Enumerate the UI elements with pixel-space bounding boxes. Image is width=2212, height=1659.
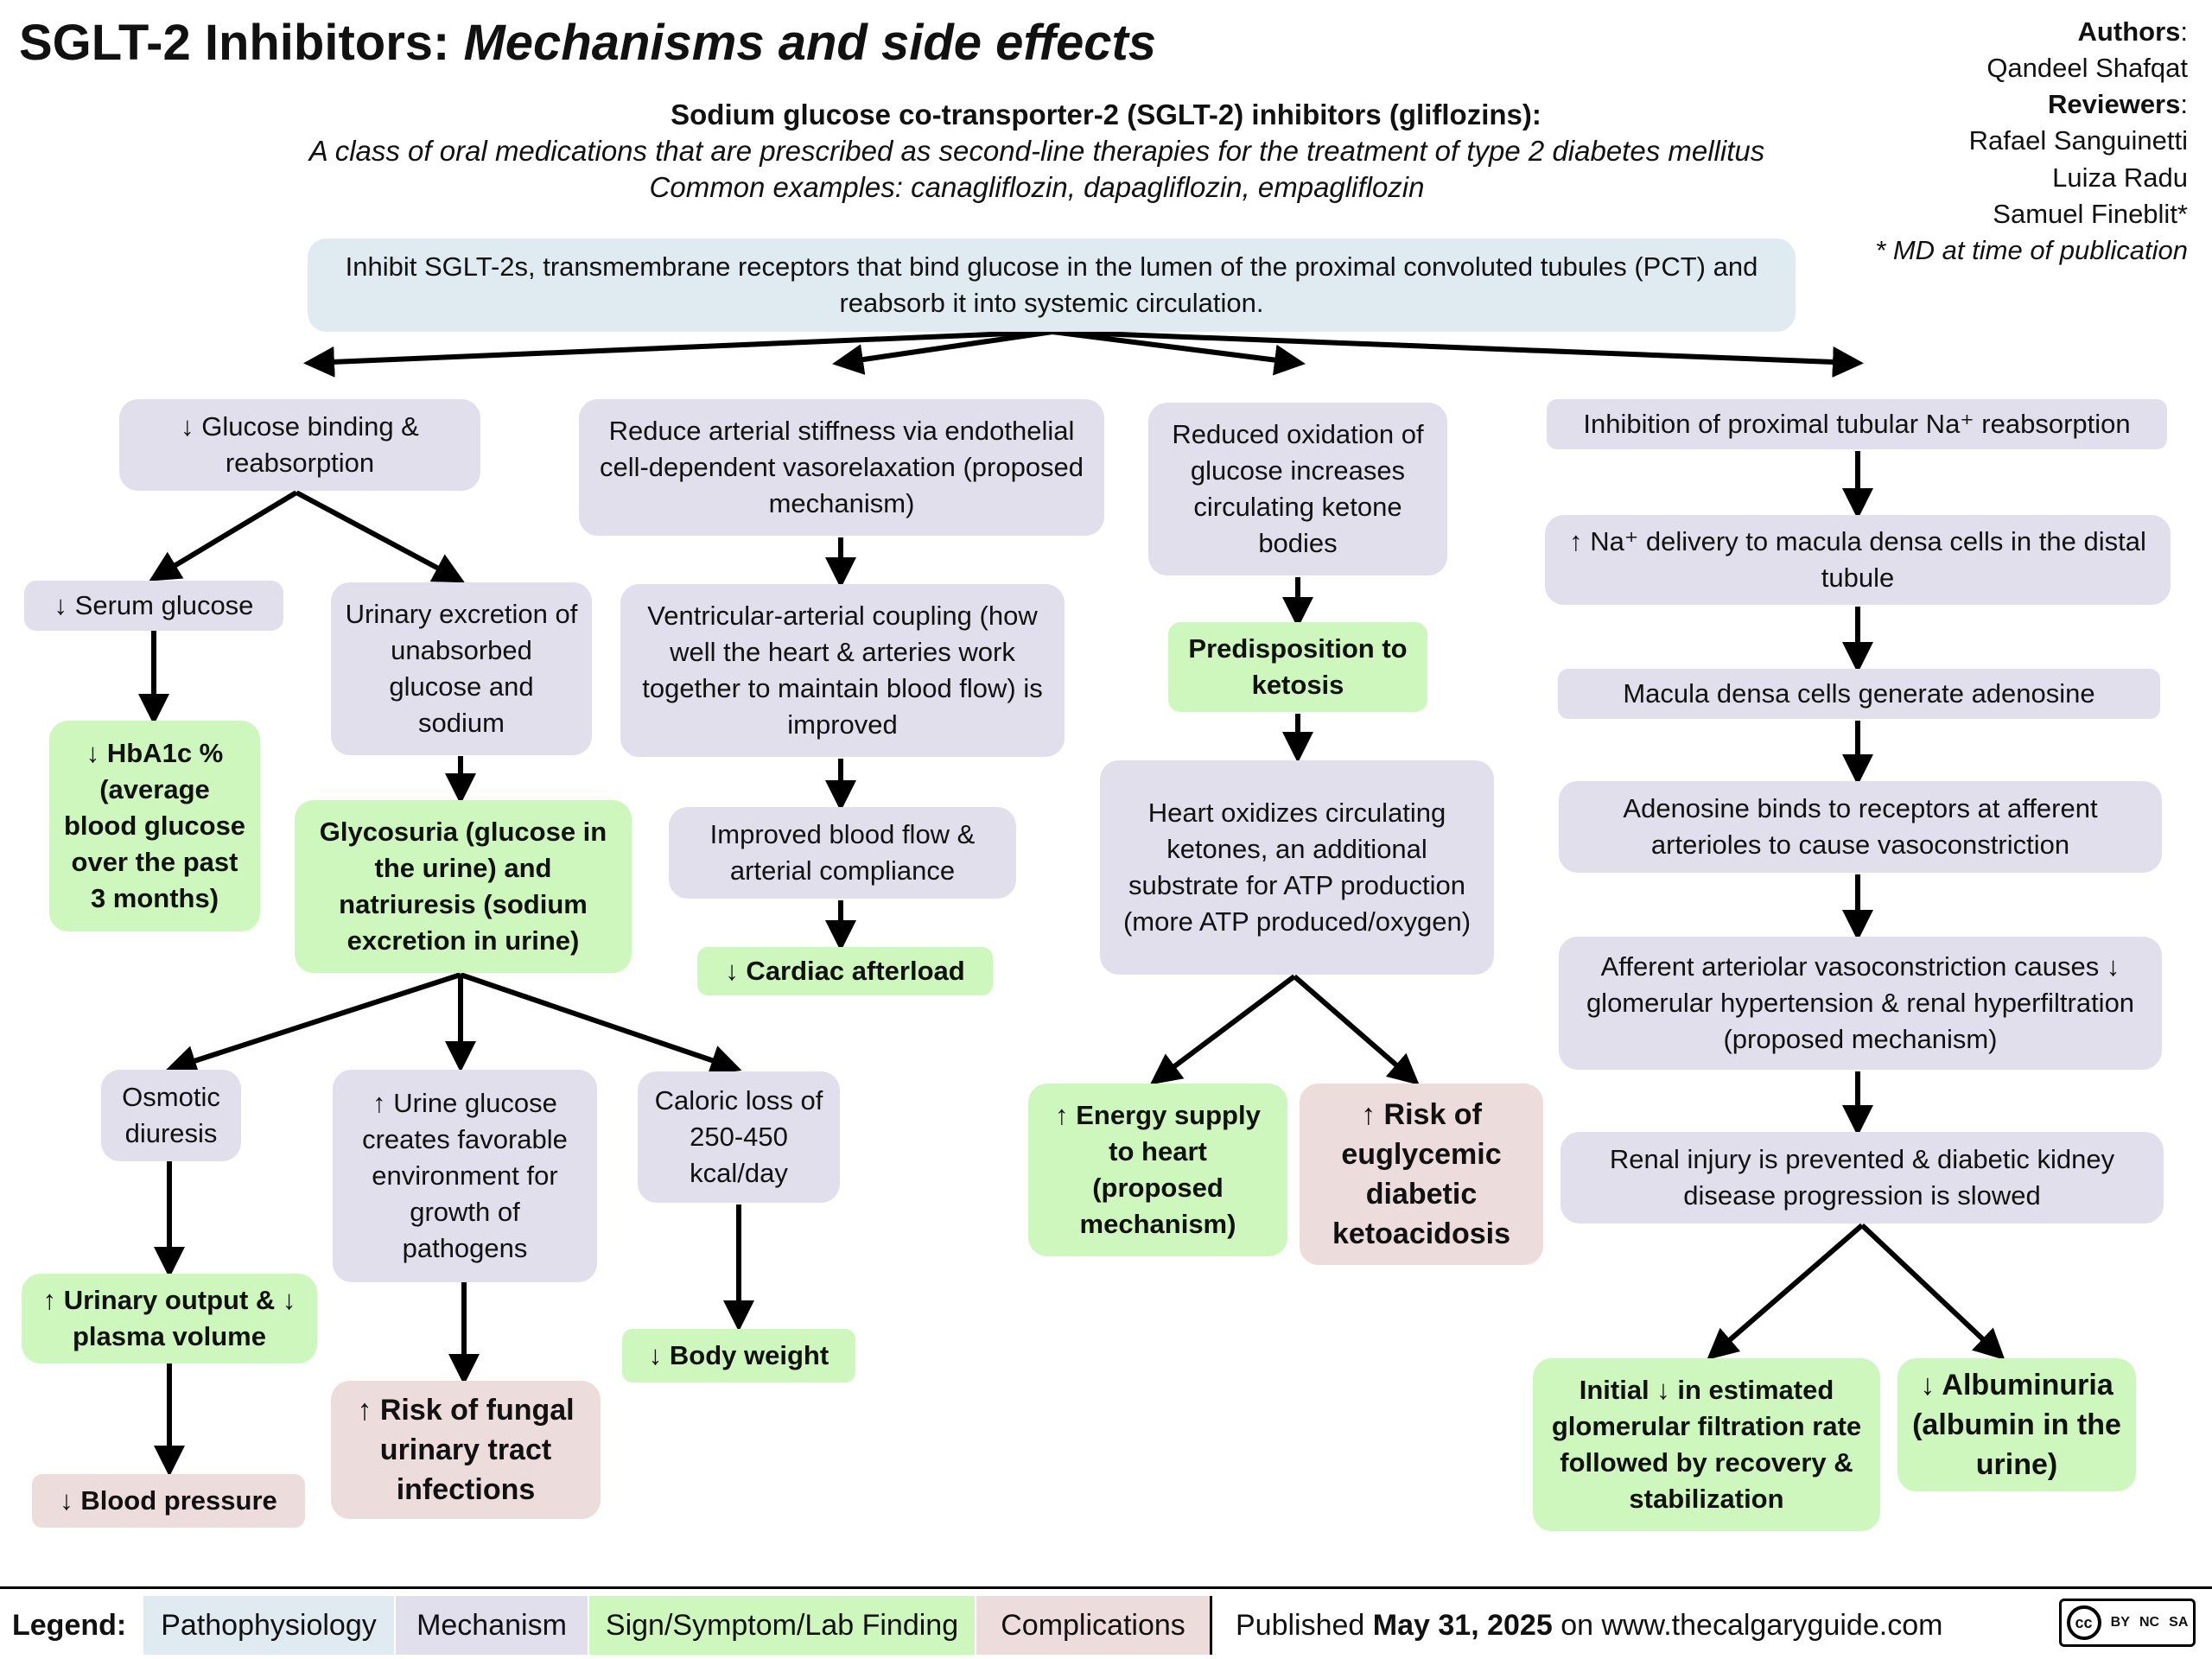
reviewer-name: Luiza Radu	[2052, 162, 2188, 193]
reviewer-name: Samuel Fineblit*	[1993, 198, 2188, 229]
node-adenosine-binds: Adenosine binds to receptors at afferent…	[1559, 781, 2162, 873]
node-renal-injury: Renal injury is prevented & diabetic kid…	[1560, 1132, 2164, 1224]
description-line-1: A class of oral medications that are pre…	[308, 135, 1765, 167]
node-urinary-excretion: Urinary excretion of unabsorbed glucose …	[331, 582, 592, 755]
node-blood-pressure: ↓ Blood pressure	[32, 1474, 305, 1528]
node-egfr: Initial ↓ in estimated glomerular filtra…	[1533, 1358, 1880, 1531]
published-prefix: Published	[1236, 1608, 1365, 1642]
published-date: May 31, 2025	[1372, 1608, 1553, 1642]
by-icon: BY	[2110, 1615, 2130, 1630]
node-body-weight: ↓ Body weight	[622, 1329, 855, 1382]
authors-note: * MD at time of publication	[1875, 234, 2188, 265]
node-urinary-output: ↑ Urinary output & ↓ plasma volume	[22, 1274, 317, 1363]
nc-icon: NC	[2139, 1615, 2160, 1630]
author-name: Qandeel Shafqat	[1986, 53, 2188, 84]
node-ketosis: Predisposition to ketosis	[1168, 622, 1427, 712]
description-line-2: Common examples: canagliflozin, dapaglif…	[649, 171, 1425, 203]
node-urine-glucose: ↑ Urine glucose creates favorable enviro…	[333, 1070, 597, 1282]
node-cardiac-afterload: ↓ Cardiac afterload	[697, 947, 993, 995]
node-afferent-vasoconstriction: Afferent arteriolar vasoconstriction cau…	[1559, 937, 2162, 1070]
node-na-delivery: ↑ Na⁺ delivery to macula densa cells in …	[1545, 515, 2171, 605]
legend-separator	[1210, 1596, 1212, 1655]
node-fungal-uti: ↑ Risk of fungal urinary tract infection…	[331, 1381, 601, 1519]
node-blood-flow: Improved blood flow & arterial complianc…	[669, 807, 1016, 899]
node-glycosuria: Glycosuria (glucose in the urine) and na…	[295, 800, 632, 973]
node-na-inhibition: Inhibition of proximal tubular Na⁺ reabs…	[1547, 399, 2167, 449]
reviewers-label: Reviewers	[2047, 89, 2181, 120]
footer-divider	[0, 1586, 2212, 1589]
cc-icon: cc	[2066, 1605, 2101, 1640]
authors-block: Authors: Qandeel Shafqat Reviewers: Rafa…	[1875, 14, 2188, 269]
legend-mechanism: Mechanism	[396, 1596, 588, 1655]
node-ventricular-coupling: Ventricular-arterial coupling (how well …	[620, 584, 1065, 757]
page-title: SGLT-2 Inhibitors: Mechanisms and side e…	[19, 14, 1156, 72]
sa-icon: SA	[2169, 1615, 2189, 1630]
legend-complications: Complications	[976, 1596, 1210, 1655]
title-italic: Mechanisms and side effects	[463, 15, 1157, 71]
node-hba1c: ↓ HbA1c % (average blood glucose over th…	[49, 721, 260, 931]
legend-label: Legend:	[12, 1608, 127, 1642]
node-euglycemic-dka: ↑ Risk of euglycemic diabetic ketoacidos…	[1300, 1084, 1543, 1265]
legend-sign-symptom: Sign/Symptom/Lab Finding	[589, 1596, 975, 1655]
node-energy-supply: ↑ Energy supply to heart (proposed mecha…	[1028, 1084, 1287, 1256]
title-main: SGLT-2 Inhibitors:	[19, 15, 450, 71]
cc-license-badge: cc BY NC SA	[2059, 1599, 2196, 1647]
node-caloric-loss: Caloric loss of 250-450 kcal/day	[638, 1071, 840, 1203]
node-osmotic-diuresis: Osmotic diuresis	[101, 1070, 241, 1161]
node-arterial-stiffness: Reduce arterial stiffness via endothelia…	[579, 399, 1104, 536]
published-suffix: on www.thecalgaryguide.com	[1560, 1608, 1943, 1642]
published-line: Published May 31, 2025 on www.thecalgary…	[1236, 1596, 2048, 1655]
node-heart-oxidizes: Heart oxidizes circulating ketones, an a…	[1100, 760, 1494, 975]
reviewer-name: Rafael Sanguinetti	[1968, 125, 2188, 156]
node-inhibit-sglt2: Inhibit SGLT-2s, transmembrane receptors…	[308, 238, 1796, 332]
node-adenosine-generate: Macula densa cells generate adenosine	[1558, 669, 2160, 719]
authors-label: Authors	[2077, 16, 2181, 47]
node-albuminuria: ↓ Albuminuria (albumin in the urine)	[1897, 1358, 2136, 1491]
subtitle: Sodium glucose co-transporter-2 (SGLT-2)…	[671, 99, 1541, 130]
legend-pathophysiology: Pathophysiology	[143, 1596, 394, 1655]
node-reduced-oxidation: Reduced oxidation of glucose increases c…	[1148, 403, 1447, 575]
node-glucose-binding: ↓ Glucose binding & reabsorption	[119, 399, 480, 491]
node-serum-glucose: ↓ Serum glucose	[24, 581, 283, 631]
